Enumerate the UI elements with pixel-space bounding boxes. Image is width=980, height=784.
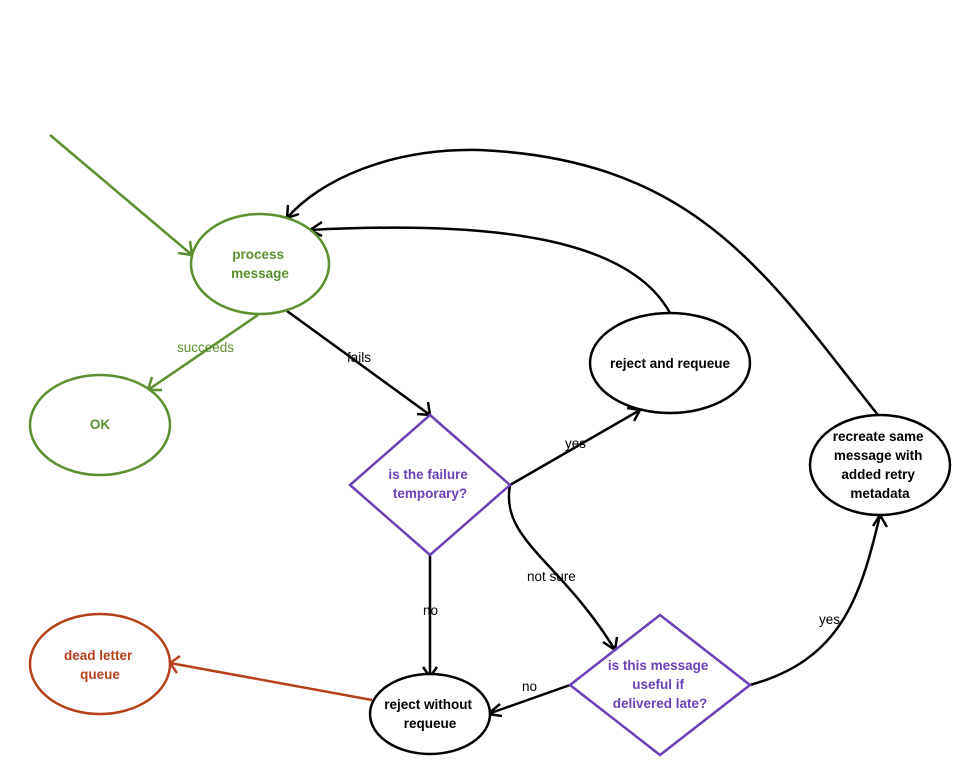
edge-label-no-late: no — [522, 679, 537, 694]
svg-text:OK: OK — [90, 417, 111, 432]
edge-requeue-loop — [307, 220, 672, 314]
node-recreate-message[interactable]: recreate same message with added retry m… — [808, 413, 952, 517]
node-recreate-line: message with — [834, 448, 923, 463]
node-reject-without-line: requeue — [404, 716, 457, 731]
entry-arrow — [49, 134, 194, 257]
node-recreate-line: recreate same — [833, 429, 924, 444]
svg-text:reject without requeue: reject without requeue — [384, 697, 476, 731]
node-failure-temporary-line: is the failure — [388, 467, 468, 482]
node-failure-temporary-decision[interactable]: is the failure temporary? — [348, 413, 512, 557]
edge-label-not-sure: not sure — [527, 569, 576, 584]
node-reject-without-requeue[interactable]: reject without requeue — [368, 672, 492, 756]
node-process-message[interactable]: process message — [189, 212, 331, 316]
node-dead-letter-queue[interactable]: dead letter queue — [28, 612, 172, 716]
svg-text:is the failure temporary: is the failure temporary? — [388, 467, 471, 501]
edge-label-yes-recreate: yes — [819, 612, 840, 627]
node-process-message-line: message — [231, 266, 289, 281]
node-ok[interactable]: OK — [28, 373, 172, 477]
node-process-message-line: process — [232, 247, 284, 262]
node-reject-and-requeue-line: reject and requeue — [610, 356, 731, 371]
svg-text:is this message useful i: is this message useful if delivered late… — [608, 658, 712, 711]
node-dead-letter-line: queue — [80, 667, 120, 682]
edge-yes-recreate — [749, 512, 889, 687]
node-useful-late-line: useful if — [632, 677, 684, 692]
edge-label-succeeds: succeeds — [177, 340, 234, 355]
node-recreate-line: added retry — [841, 467, 915, 482]
node-useful-late-line: delivered late? — [613, 696, 708, 711]
svg-text:recreate same message wi: recreate same message with added retry m… — [833, 429, 928, 501]
node-reject-and-requeue[interactable]: reject and requeue — [588, 311, 752, 415]
svg-text:reject and requeue: reject and requeue — [610, 356, 731, 371]
node-recreate-line: metadata — [850, 486, 910, 501]
svg-text:dead letter queue: dead letter queue — [64, 648, 136, 682]
node-failure-temporary-line: temporary? — [393, 486, 467, 501]
edge-label-no-reject: no — [423, 603, 438, 618]
node-useful-late-line: is this message — [608, 658, 709, 673]
edge-label-fails: fails — [347, 350, 371, 365]
edge-not-sure — [507, 484, 619, 653]
edge-label-yes-requeue: yes — [565, 436, 586, 451]
node-reject-without-line: reject without — [384, 697, 472, 712]
node-useful-late-decision[interactable]: is this message useful if delivered late… — [567, 613, 753, 757]
edge-to-dlq — [168, 654, 373, 702]
node-dead-letter-line: dead letter — [64, 648, 133, 663]
node-ok-line: OK — [90, 417, 111, 432]
svg-text:process message: process message — [231, 247, 289, 281]
